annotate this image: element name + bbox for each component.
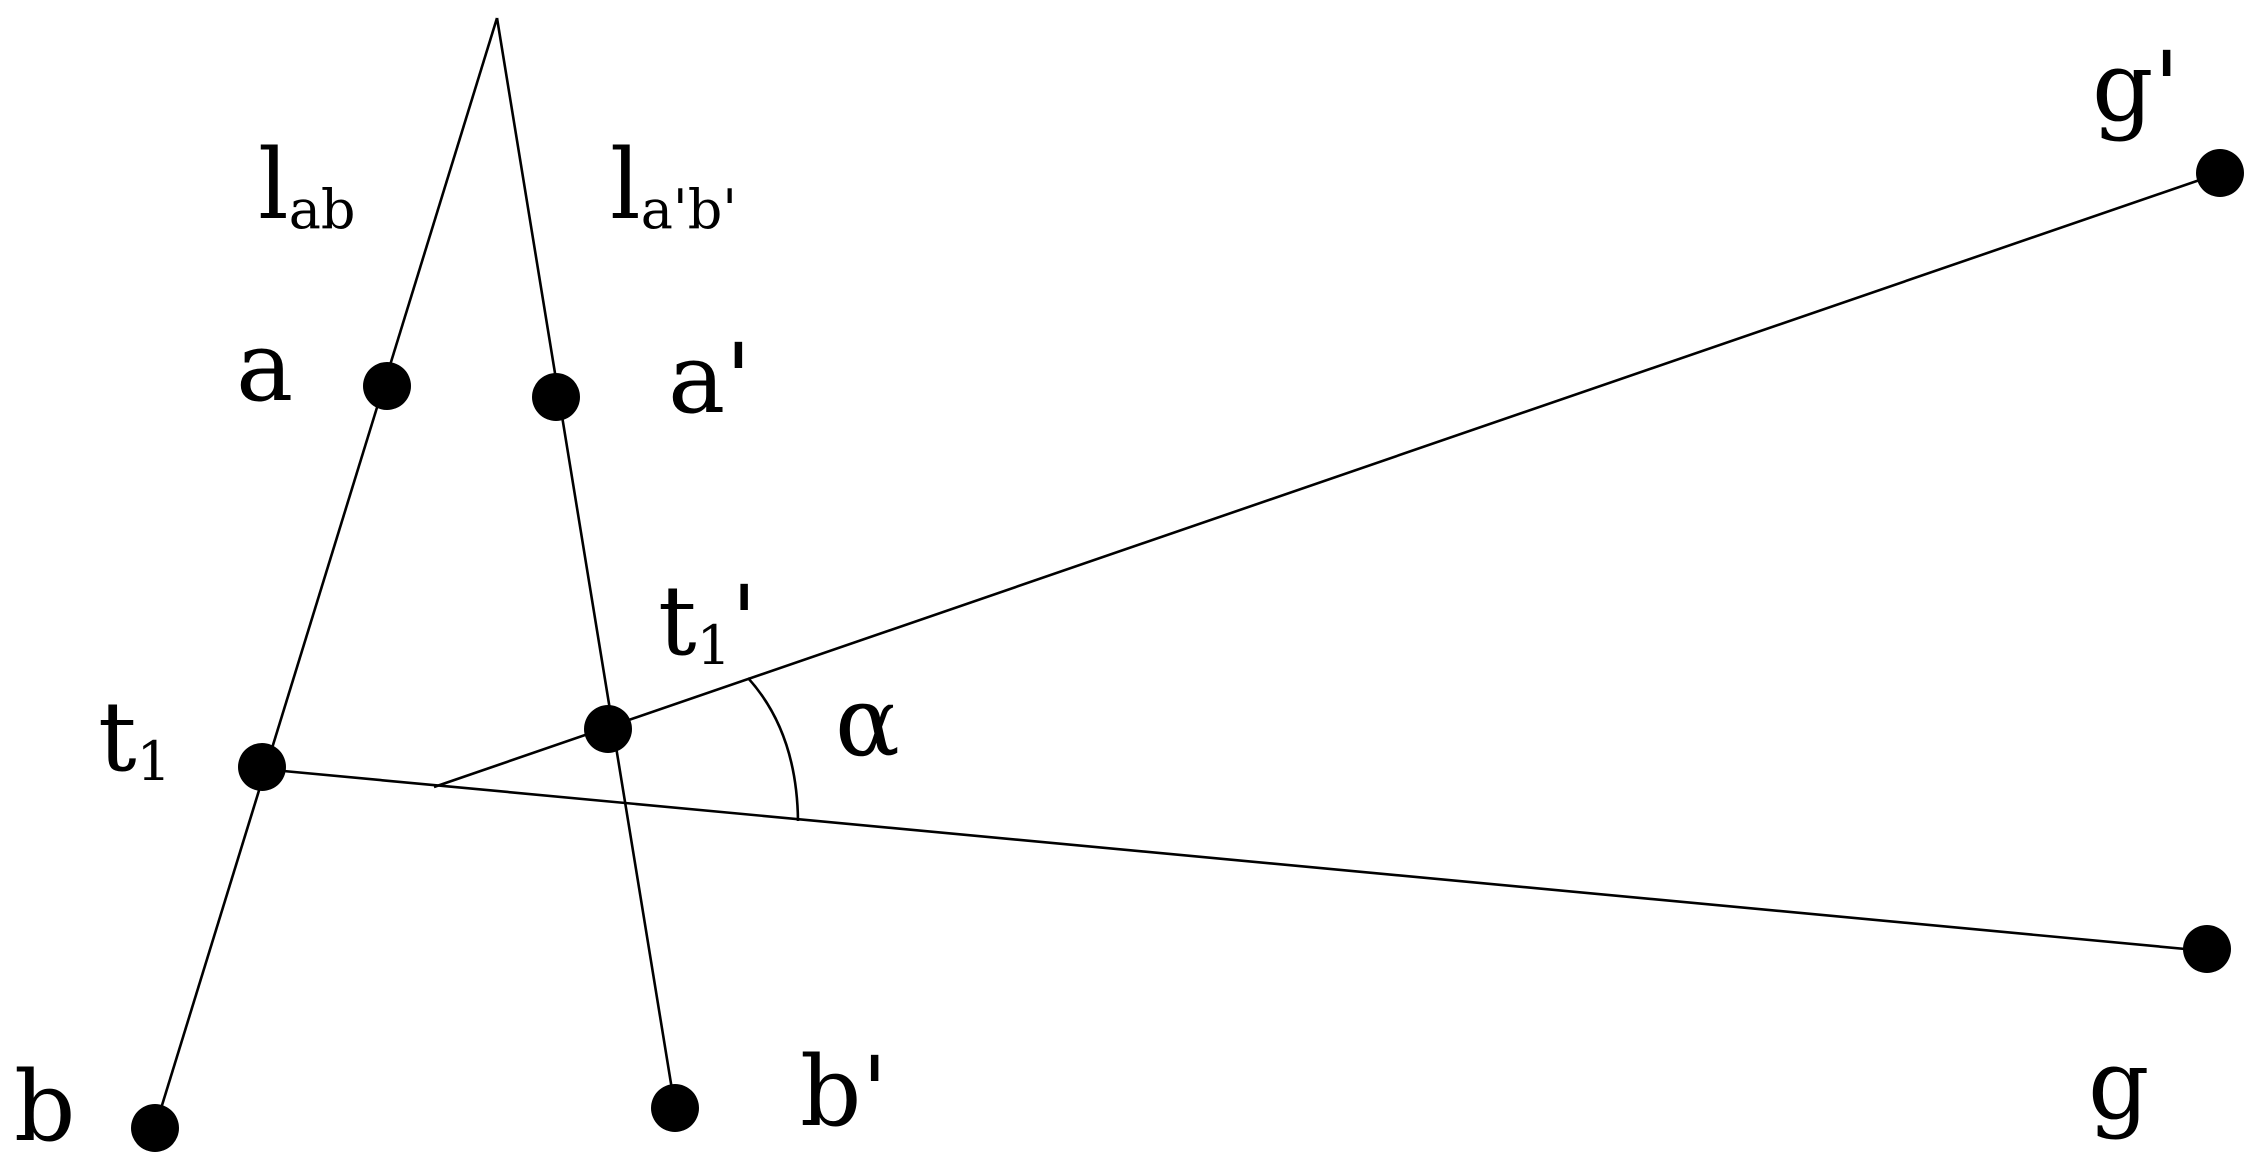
point-t1 [238,743,286,791]
label-l-a-prime-b-prime: la'b' [610,129,737,241]
label-g: g [2088,1029,2149,1141]
label-alpha: α [835,666,900,778]
label-t1: t1 [98,681,171,793]
angle-alpha-arc [747,677,800,822]
point-a [363,362,411,410]
line-l-a-prime-b-prime [495,17,677,1109]
label-a-prime: a' [668,323,752,435]
label-b-prime: b' [800,1036,888,1148]
label-l-ab: lab [258,129,355,241]
point-b-prime [651,1084,699,1132]
line-t1-prime-g-prime [433,171,2221,789]
label-b: b [14,1051,75,1163]
line-t1-g [261,767,2208,953]
label-t1-prime: t1' [658,565,757,677]
point-g [2183,925,2231,973]
label-g-prime: g' [2092,31,2180,143]
line-l-ab [153,17,499,1129]
label-a: a [236,311,293,423]
point-b [131,1104,179,1152]
point-a-prime [532,373,580,421]
point-t1-prime [584,705,632,753]
point-g-prime [2196,149,2244,197]
